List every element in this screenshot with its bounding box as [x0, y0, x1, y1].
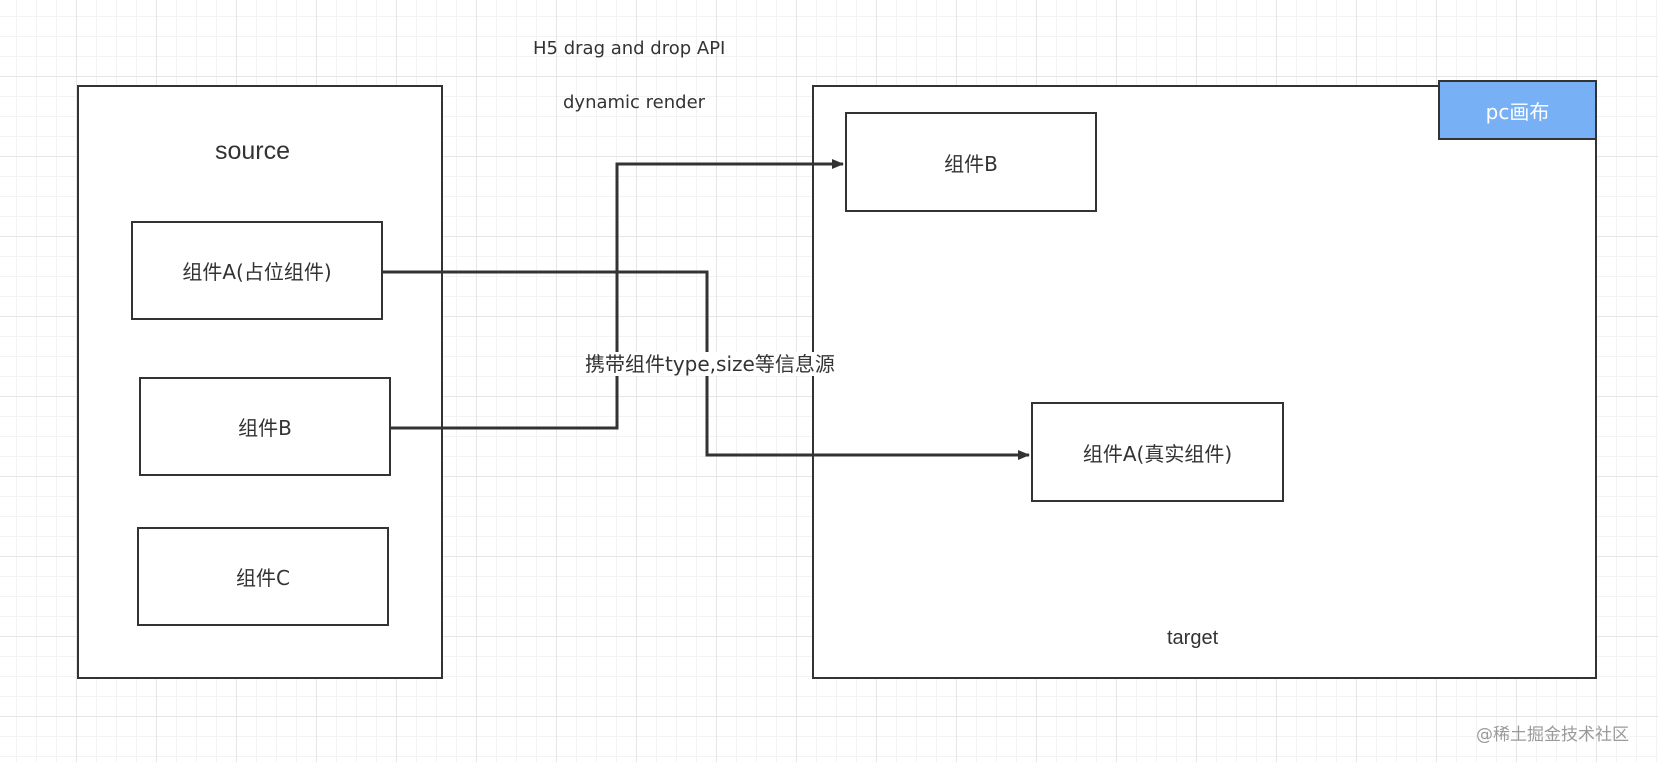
watermark: @稀土掘金技术社区	[1476, 725, 1629, 745]
source-title: source	[215, 137, 291, 165]
connector-b-to-target-b	[391, 159, 844, 430]
target-item-component-b[interactable]: 组件B	[845, 112, 1097, 212]
source-item-component-b[interactable]: 组件B	[139, 377, 391, 476]
target-item-component-a-real[interactable]: 组件A(真实组件)	[1031, 402, 1284, 502]
pc-canvas-badge: pc画布	[1438, 80, 1597, 140]
source-item-component-c[interactable]: 组件C	[137, 527, 389, 626]
render-label: dynamic render	[563, 92, 706, 113]
target-footer-label: target	[1167, 627, 1219, 649]
api-label: H5 drag and drop API	[533, 38, 726, 59]
source-item-component-a[interactable]: 组件A(占位组件)	[131, 221, 383, 320]
connector-label: 携带组件type,size等信息源	[584, 352, 836, 376]
